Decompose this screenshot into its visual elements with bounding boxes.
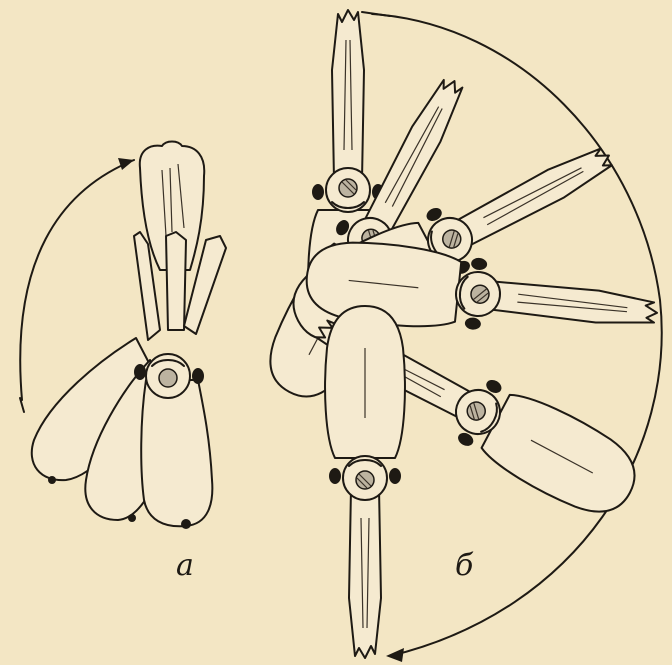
diver-pos-6	[325, 306, 405, 658]
panel-a	[20, 142, 226, 530]
panel-b-label: б	[455, 548, 473, 583]
panel-a-label: а	[176, 548, 194, 583]
rotation-arc-b	[372, 14, 662, 656]
arrowhead-b	[386, 648, 404, 662]
arrowhead-a	[118, 158, 134, 170]
lower-body-a-right	[141, 380, 212, 526]
